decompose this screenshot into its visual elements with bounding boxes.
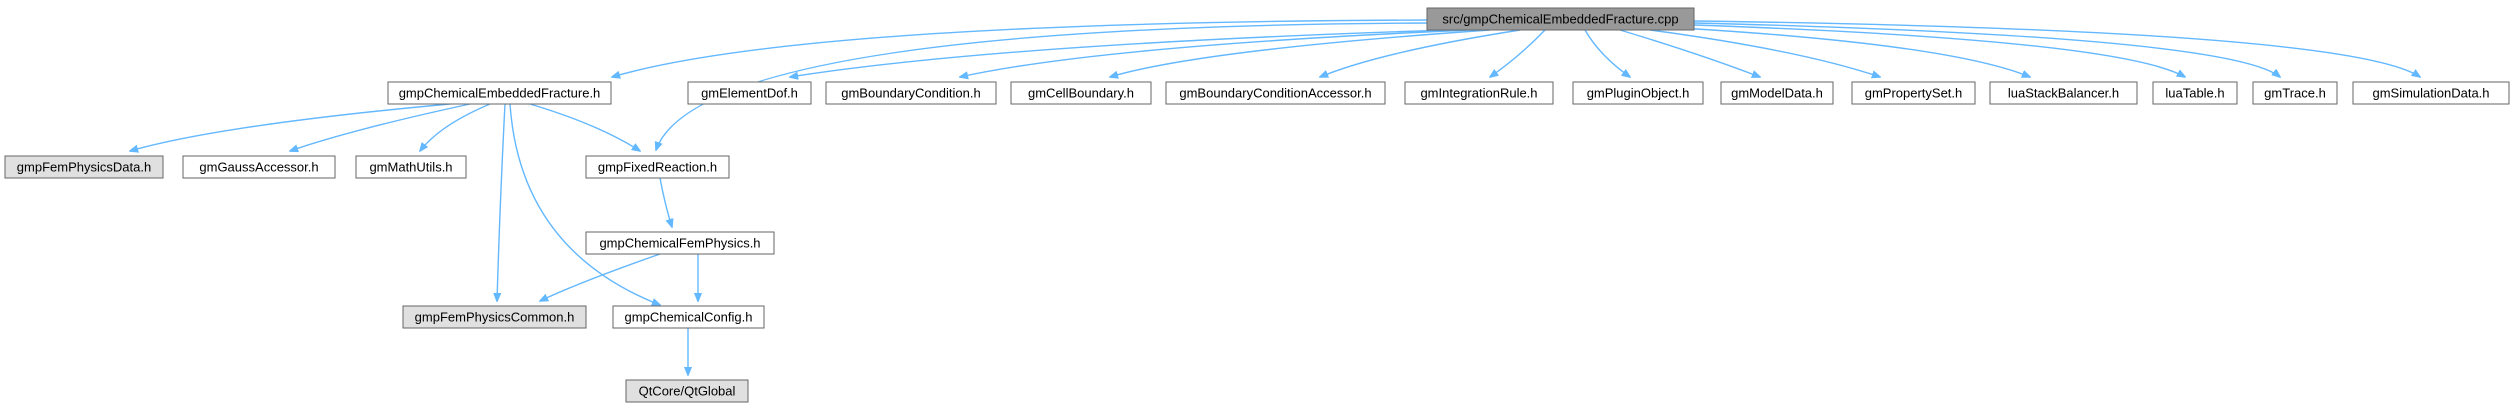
edge-fracture_h-to-femcommon [497,103,506,301]
node-propset[interactable]: gmPropertySet.h [1851,81,1976,105]
edges-layer [130,19,2420,375]
edge-root-to-elementdof [790,29,1451,77]
nodes-layer: src/gmpChemicalEmbeddedFracture.cpp gmpCh… [4,7,2510,403]
node-box [1851,81,1976,105]
edge-root-to-luastack [1679,27,2030,77]
edge-fracture_h-to-chemconfig [509,103,660,305]
node-box [687,81,812,105]
node-fracture_h[interactable]: gmpChemicalEmbeddedFracture.h [387,81,612,105]
node-femcommon: gmpFemPhysicsCommon.h [402,305,587,329]
node-label: gmPluginObject.h [1587,86,1690,101]
node-gauss[interactable]: gmGaussAccessor.h [182,155,336,179]
edge-root-to-propset [1649,29,1880,77]
node-qtglobal: QtCore/QtGlobal [625,379,749,403]
node-box [402,305,587,329]
node-label: src/gmpChemicalEmbeddedFracture.cpp [1442,12,1678,27]
node-box [4,155,164,179]
node-label: gmIntegrationRule.h [1420,86,1537,101]
node-box [355,155,467,179]
node-label: gmBoundaryConditionAccessor.h [1179,86,1371,101]
node-box [612,305,765,329]
node-box [585,155,730,179]
node-label: gmpChemicalEmbeddedFracture.h [399,86,601,101]
node-box [1404,81,1554,105]
node-box [1010,81,1152,105]
node-box [1720,81,1834,105]
node-elementdof[interactable]: gmElementDof.h [687,81,812,105]
node-trace[interactable]: gmTrace.h [2252,81,2338,105]
node-label: QtCore/QtGlobal [639,384,736,399]
node-box [1572,81,1704,105]
node-box [387,81,612,105]
node-root: src/gmpChemicalEmbeddedFracture.cpp [1426,7,1695,31]
node-box [182,155,336,179]
node-label: luaTable.h [2165,86,2224,101]
edge-root-to-luatable [1693,24,2185,77]
node-label: gmpFixedReaction.h [598,160,717,175]
edge-root-to-bc [960,29,1471,77]
edge-root-to-plugin [1584,29,1630,77]
node-label: gmTrace.h [2264,86,2326,101]
edge-root-to-trace [1693,22,2280,77]
node-label: luaStackBalancer.h [2008,86,2119,101]
node-fixedreaction[interactable]: gmpFixedReaction.h [585,155,730,179]
node-label: gmPropertySet.h [1865,86,1963,101]
node-modeldata[interactable]: gmModelData.h [1720,81,1834,105]
node-box [2152,81,2238,105]
edge-root-to-fixedreaction [656,22,1431,150]
node-femdata: gmpFemPhysicsData.h [4,155,164,179]
edge-root-to-modeldata [1619,29,1760,77]
node-luatable[interactable]: luaTable.h [2152,81,2238,105]
node-label: gmpChemicalFemPhysics.h [599,236,760,251]
node-label: gmBoundaryCondition.h [841,86,980,101]
node-label: gmpFemPhysicsCommon.h [415,310,575,325]
node-label: gmCellBoundary.h [1028,86,1134,101]
edge-fracture_h-to-gauss [290,103,471,151]
node-label: gmModelData.h [1731,86,1823,101]
edge-root-to-cellboundary [1110,29,1491,77]
node-bcaccessor[interactable]: gmBoundaryConditionAccessor.h [1165,81,1386,105]
node-label: gmpChemicalConfig.h [625,310,753,325]
node-plugin[interactable]: gmPluginObject.h [1572,81,1704,105]
node-luastack[interactable]: luaStackBalancer.h [1989,81,2138,105]
node-chemfem[interactable]: gmpChemicalFemPhysics.h [585,231,775,255]
edge-root-to-intrule [1490,29,1546,77]
node-box [2352,81,2510,105]
edge-root-to-bcaccessor [1320,29,1521,77]
node-box [1165,81,1386,105]
edge-fixedreaction-to-chemfem [659,177,672,227]
node-chemconfig[interactable]: gmpChemicalConfig.h [612,305,765,329]
node-label: gmMathUtils.h [369,160,452,175]
node-label: gmGaussAccessor.h [199,160,318,175]
node-box [1426,7,1695,31]
edge-fracture_h-to-femdata [130,103,451,151]
node-mathutils[interactable]: gmMathUtils.h [355,155,467,179]
node-label: gmSimulationData.h [2372,86,2489,101]
node-simdata[interactable]: gmSimulationData.h [2352,81,2510,105]
node-box [2252,81,2338,105]
edge-root-to-simdata [1693,20,2420,77]
edge-root-to-fracture_h [612,19,1431,77]
edge-chemfem-to-femcommon [540,253,661,301]
node-label: gmElementDof.h [701,86,798,101]
node-box [825,81,997,105]
node-label: gmpFemPhysicsData.h [17,160,151,175]
node-bc[interactable]: gmBoundaryCondition.h [825,81,997,105]
node-box [625,379,749,403]
node-box [585,231,775,255]
node-box [1989,81,2138,105]
node-cellboundary[interactable]: gmCellBoundary.h [1010,81,1152,105]
edge-fracture_h-to-fixedreaction [529,103,640,151]
edge-fracture_h-to-mathutils [420,103,491,151]
node-intrule[interactable]: gmIntegrationRule.h [1404,81,1554,105]
